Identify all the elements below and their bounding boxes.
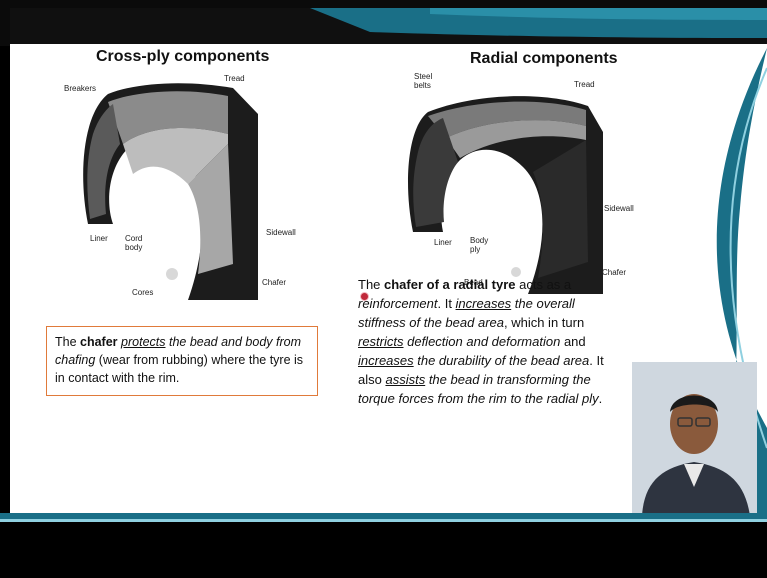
label-body-ply: Body ply (470, 236, 494, 254)
label-tread-radial: Tread (574, 80, 595, 89)
crossply-tyre-figure (68, 74, 258, 300)
para-underline-assists: assists (385, 372, 425, 387)
para-bold-chafer: chafer of a radial tyre (384, 277, 516, 292)
label-cores: Cores (132, 288, 153, 297)
para-text-1: The (358, 277, 384, 292)
label-steel-belts: Steel belts (414, 72, 444, 90)
callout-bold-chafer: chafer (80, 335, 118, 349)
para-text-2: acts as a (516, 277, 572, 292)
label-liner-crossply: Liner (90, 234, 108, 243)
label-cord-body: Cord body (125, 234, 153, 252)
para-italic-3: deflection and deformation (404, 334, 561, 349)
para-text-7: . (599, 391, 603, 406)
crossply-heading: Cross-ply components (96, 48, 269, 66)
label-breakers: Breakers (64, 84, 96, 93)
para-italic-4: the durability of the bead area (414, 353, 590, 368)
label-sidewall-crossply: Sidewall (266, 228, 296, 237)
chafer-callout-box: The chafer protects the bead and body fr… (46, 326, 318, 396)
para-italic-reinforcement: reinforcement (358, 296, 437, 311)
radial-tyre-figure (398, 82, 608, 294)
para-underline-restricts: restricts (358, 334, 404, 349)
label-tread-crossply: Tread (224, 74, 245, 83)
radial-heading: Radial components (470, 50, 618, 68)
label-liner-radial: Liner (434, 238, 452, 247)
para-text-3: . It (437, 296, 455, 311)
callout-text-1: The (55, 335, 80, 349)
label-chafer-crossply: Chafer (262, 278, 286, 287)
presenter-video (632, 362, 757, 516)
bottom-black-bar (0, 522, 767, 578)
para-underline-increases-2: increases (358, 353, 414, 368)
radial-chafer-paragraph: The chafer of a radial tyre acts as a re… (358, 275, 616, 408)
slide: Cross-ply components Radial components B… (10, 8, 767, 516)
para-text-5: and (560, 334, 585, 349)
callout-underline-protects: protects (121, 335, 165, 349)
para-text-4: , which in turn (504, 315, 584, 330)
label-sidewall-radial: Sidewall (604, 204, 634, 213)
para-underline-increases: increases (456, 296, 512, 311)
